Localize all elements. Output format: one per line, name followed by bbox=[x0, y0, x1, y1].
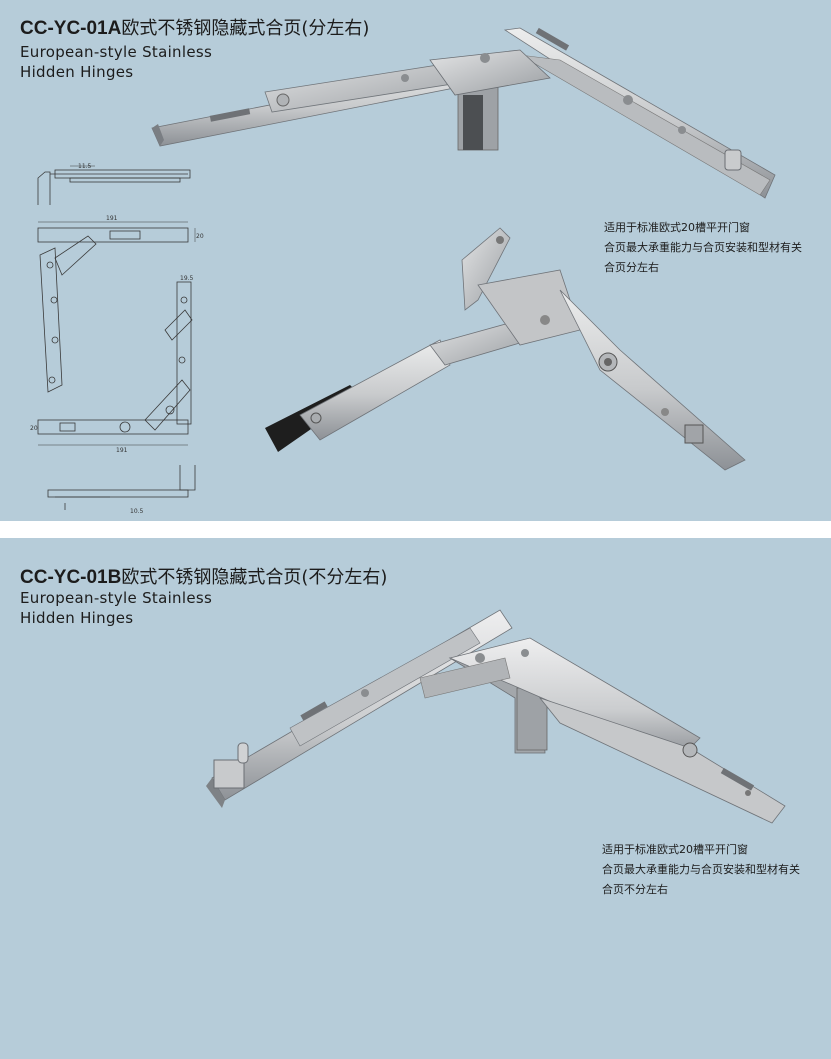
product-b-name-en-1: European-style Stainless bbox=[20, 589, 213, 607]
hinge-a-closed-photo bbox=[151, 27, 776, 199]
product-b-name-en-2: Hidden Hinges bbox=[20, 609, 134, 627]
product-a-note-2: 合页最大承重能力与合页安装和型材有关 bbox=[604, 241, 802, 254]
product-a-name-en-1: European-style Stainless bbox=[20, 43, 213, 61]
dim-width-bottom: 20 bbox=[30, 425, 38, 432]
product-a-note-3: 合页分左右 bbox=[604, 261, 659, 274]
product-b-notes: 适用于标准欧式20槽平开门窗 合页最大承重能力与合页安装和型材有关 合页不分左右 bbox=[602, 840, 800, 900]
dim-side-offset: 19.5 bbox=[180, 275, 194, 282]
dim-length-bottom: 191 bbox=[116, 447, 128, 454]
product-panel-b: CC-YC-01B欧式不锈钢隐藏式合页(不分左右) European-style… bbox=[0, 538, 831, 1059]
dim-top-offset: 11.5 bbox=[78, 163, 92, 170]
product-panel-a: CC-YC-01A欧式不锈钢隐藏式合页(分左右) European-style … bbox=[0, 0, 831, 521]
product-a-name-en-2: Hidden Hinges bbox=[20, 63, 134, 81]
product-b-code: CC-YC-01B bbox=[20, 567, 122, 588]
product-a-title: CC-YC-01A欧式不锈钢隐藏式合页(分左右) bbox=[20, 14, 369, 40]
product-a-illustration: 11.5 191 20 19.5 20 191 10.5 bbox=[30, 27, 776, 515]
product-a-note-1: 适用于标准欧式20槽平开门窗 bbox=[604, 221, 750, 234]
product-b-note-2: 合页最大承重能力与合页安装和型材有关 bbox=[602, 863, 800, 876]
product-b-note-3: 合页不分左右 bbox=[602, 883, 668, 896]
product-a-code: CC-YC-01A bbox=[20, 18, 122, 39]
hinge-a-technical-drawing bbox=[37, 165, 196, 510]
product-b-note-1: 适用于标准欧式20槽平开门窗 bbox=[602, 843, 748, 856]
product-b-title: CC-YC-01B欧式不锈钢隐藏式合页(不分左右) bbox=[20, 563, 387, 589]
product-a-name-cn: 欧式不锈钢隐藏式合页(分左右) bbox=[121, 18, 370, 39]
product-b-name-cn: 欧式不锈钢隐藏式合页(不分左右) bbox=[121, 567, 388, 588]
dim-width-top: 20 bbox=[196, 233, 204, 240]
dim-bottom-offset: 10.5 bbox=[130, 508, 144, 515]
hinge-b-photo bbox=[206, 609, 786, 824]
hinge-a-open-photo bbox=[265, 227, 746, 471]
product-a-notes: 适用于标准欧式20槽平开门窗 合页最大承重能力与合页安装和型材有关 合页分左右 bbox=[604, 218, 802, 278]
product-b-illustration bbox=[206, 609, 786, 824]
dim-length-top: 191 bbox=[106, 215, 118, 222]
